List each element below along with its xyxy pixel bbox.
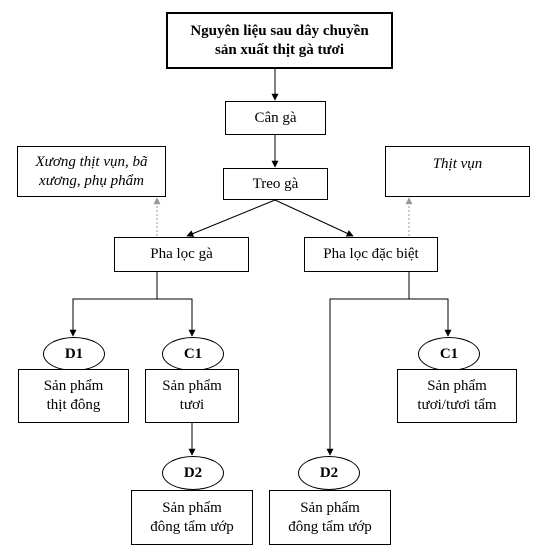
arrow-cut-special-to-c1	[408, 272, 452, 337]
cut-special-box: Pha lọc đặc biệt	[304, 237, 438, 272]
fresh-marinated-line-2: tươi/tươi tẩm	[417, 397, 497, 413]
c1-left-label: C1	[183, 345, 203, 362]
hang-chicken-label: Treo gà	[252, 175, 299, 192]
raw-material-box: Nguyên liệu sau dây chuyền sản xuất thịt…	[166, 12, 393, 69]
c1-left-oval: C1	[162, 337, 224, 371]
frozen-marinated-right-line-1: Sản phẩm	[300, 499, 360, 516]
fresh-product-line-2: tươi	[179, 397, 205, 413]
arrow-hang-to-cut-chicken	[186, 199, 276, 237]
arrow-cut-special-to-d2	[326, 298, 409, 456]
cut-chicken-label: Pha lọc gà	[150, 246, 213, 262]
raw-material-line-1: Nguyên liệu sau dây chuyền	[190, 22, 369, 39]
fresh-marinated-line-1: Sản phẩm	[427, 378, 487, 394]
fresh-marinated-product-box: Sản phẩm tươi/tươi tẩm	[397, 369, 517, 423]
right-byproduct-label: Thịt vụn	[432, 156, 483, 172]
raw-material-line-2: sản xuất thịt gà tươi	[215, 41, 344, 58]
c1-right-oval: C1	[418, 337, 480, 371]
weigh-chicken-box: Cân gà	[225, 101, 326, 135]
fresh-product-box: Sản phẩm tươi	[145, 369, 239, 423]
fresh-product-line-1: Sản phẩm	[162, 378, 222, 394]
d1-label: D1	[64, 345, 84, 362]
hang-chicken-box: Treo gà	[223, 168, 328, 200]
d2-right-label: D2	[319, 464, 339, 481]
d1-oval: D1	[43, 337, 105, 371]
c1-right-label: C1	[439, 345, 459, 362]
left-byproduct-box: Xương thịt vụn, bã xương, phụ phẩm	[17, 146, 166, 197]
left-byproduct-line-1: Xương thịt vụn, bã	[35, 153, 148, 170]
weigh-chicken-label: Cân gà	[254, 109, 297, 126]
frozen-marinated-right-box: Sản phẩm đông tẩm ướp	[269, 490, 391, 545]
cut-special-label: Pha lọc đặc biệt	[323, 246, 419, 262]
left-byproduct-line-2: xương, phụ phẩm	[39, 172, 144, 189]
arrow-cut-chicken-to-c1	[157, 298, 196, 337]
frozen-marinated-left-line-2: đông tẩm ướp	[150, 518, 234, 535]
frozen-marinated-right-line-2: đông tẩm ướp	[288, 518, 372, 535]
frozen-product-line-1: Sản phẩm	[43, 378, 104, 394]
frozen-product-box: Sản phẩm thịt đông	[18, 369, 129, 423]
d2-left-label: D2	[183, 464, 203, 481]
cut-chicken-box: Pha lọc gà	[114, 237, 249, 272]
frozen-marinated-left-line-1: Sản phẩm	[162, 499, 222, 516]
arrow-cut-chicken-to-d1	[69, 272, 158, 337]
arrow-hang-to-cut-special	[274, 199, 354, 237]
frozen-marinated-left-box: Sản phẩm đông tẩm ướp	[131, 490, 253, 545]
right-byproduct-box: Thịt vụn	[385, 146, 530, 197]
frozen-product-line-2: thịt đông	[46, 397, 101, 413]
d2-right-oval: D2	[298, 456, 360, 490]
d2-left-oval: D2	[162, 456, 224, 490]
